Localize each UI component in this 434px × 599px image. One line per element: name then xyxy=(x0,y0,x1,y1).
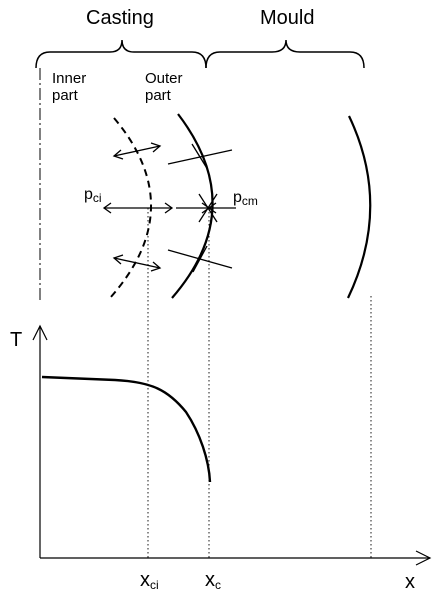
position-axis-label: x xyxy=(405,571,415,593)
outer-casting-surface xyxy=(171,113,214,299)
p-cm-label: pcm xyxy=(233,189,258,208)
mould-brace xyxy=(205,39,365,69)
axes xyxy=(32,324,432,566)
inner-part-line2: part xyxy=(52,87,78,104)
p-cm-sub: cm xyxy=(241,194,258,208)
guide-lines xyxy=(147,208,372,558)
contact-stars xyxy=(167,143,233,273)
p-cm-base: p xyxy=(233,189,242,206)
inner-part-label: Inner part xyxy=(52,70,86,104)
x-ci-sub: ci xyxy=(150,578,159,592)
x-ci-base: x xyxy=(140,569,150,591)
inner-part-line1: Inner xyxy=(52,70,87,87)
x-c-label: xc xyxy=(205,570,221,591)
mould-outer-surface xyxy=(347,115,372,299)
p-ci-label: pci xyxy=(84,186,102,205)
temperature-axis-label: T xyxy=(10,329,23,351)
x-ci-label: xci xyxy=(140,570,159,591)
outer-part-label: Outer part xyxy=(145,70,183,104)
mould-pressure-arrows xyxy=(176,193,236,223)
x-c-sub: c xyxy=(215,578,221,592)
outer-part-line1: Outer xyxy=(145,70,183,87)
casting-brace xyxy=(35,39,207,69)
x-c-base: x xyxy=(205,569,215,591)
mould-label: Mould xyxy=(260,7,315,29)
casting-label: Casting xyxy=(86,7,154,29)
outer-part-line2: part xyxy=(145,87,171,104)
p-ci-sub: ci xyxy=(92,191,102,205)
p-ci-base: p xyxy=(84,186,93,203)
temperature-profile-curve xyxy=(41,375,212,483)
inner-pressure-arrows xyxy=(102,142,174,272)
